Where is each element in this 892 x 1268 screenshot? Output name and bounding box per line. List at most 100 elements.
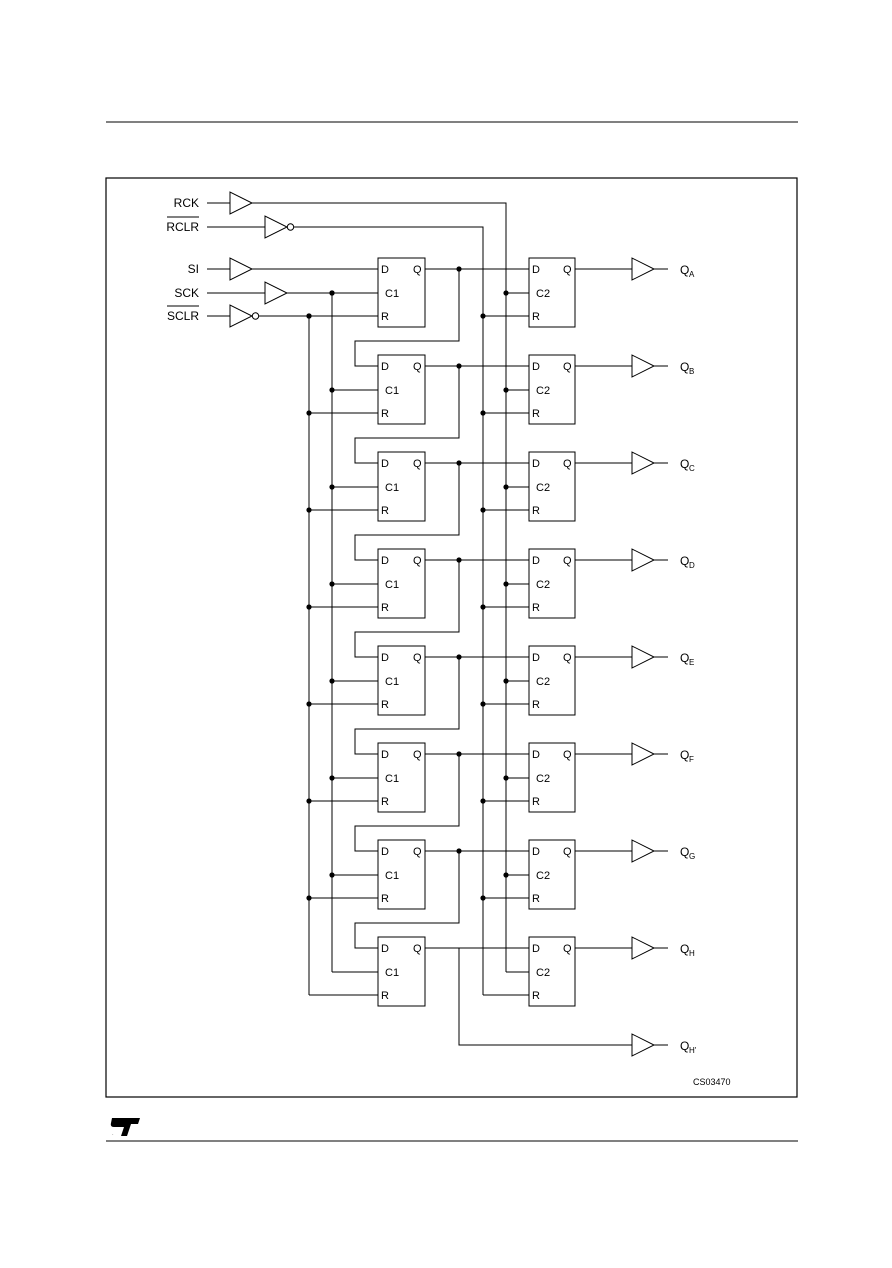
storage-flipflop [528,354,576,425]
st-clock-label: C2 [536,870,550,882]
st-q-label: Q [563,846,572,858]
sr-q-label: Q [413,749,422,761]
input-buffer [264,215,289,239]
output-buffer [631,645,656,669]
sr-d-label: D [381,361,389,373]
sr-clock-label: C1 [385,482,399,494]
shift-flipflop [377,354,426,425]
output-buffer [631,742,656,766]
sr-d-label: D [381,458,389,470]
junction-dot [480,895,486,901]
sr-reset-label: R [381,311,389,323]
rck-bus [252,202,507,972]
output-buffer [631,936,656,960]
storage-flipflop [528,742,576,813]
junction-dot [480,701,486,707]
sr-q-label: Q [413,943,422,955]
sr-clock-label: C1 [385,967,399,979]
output-label-qd: Q [680,554,689,568]
junction-dot [306,895,312,901]
input-buffer [264,281,289,305]
junction-dot [503,484,509,490]
input-buffer [229,304,254,328]
sr-reset-label: R [381,796,389,808]
junction-dot [503,775,509,781]
output-label-qb: Q [680,360,689,374]
st-clock-label: C2 [536,967,550,979]
sr-reset-label: R [381,990,389,1002]
shift-flipflop [377,257,426,328]
junction-dot [480,798,486,804]
sr-clock-label: C1 [385,288,399,300]
shift-flipflop [377,839,426,910]
output-subscript: A [689,270,695,279]
storage-flipflop [528,645,576,716]
junction-dot [306,798,312,804]
wires [167,202,668,1046]
cascade-wire [354,560,460,658]
junction-dot [306,410,312,416]
st-d-label: D [532,264,540,276]
sr-clock-label: C1 [385,676,399,688]
output-buffer [631,354,656,378]
shift-flipflop [377,742,426,813]
st-q-label: Q [563,361,572,373]
shift-flipflop [377,645,426,716]
sr-reset-label: R [381,602,389,614]
output-buffer [631,1033,656,1057]
junction-dot [503,581,509,587]
output-buffer [631,548,656,572]
junction-dot [480,604,486,610]
sr-q-label: Q [413,652,422,664]
st-clock-label: C2 [536,385,550,397]
output-label-qc: Q [680,457,689,471]
sr-q-label: Q [413,555,422,567]
sr-reset-label: R [381,699,389,711]
inversion-bubble [251,312,260,320]
output-subscript: D [689,561,695,570]
junction-dot [329,678,335,684]
junction-dot [480,507,486,513]
st-q-label: Q [563,943,572,955]
st-d-label: D [532,846,540,858]
output-label-qf: Q [680,748,689,762]
st-q-label: Q [563,458,572,470]
storage-flipflop [528,451,576,522]
inversion-bubble [286,223,295,231]
sclr-bus [259,315,310,995]
st-q-label: Q [563,749,572,761]
figure-frame [105,177,798,1098]
junction-dot [503,387,509,393]
storage-flipflop [528,936,576,1007]
storage-flipflop [528,548,576,619]
output-label-qa: Q [680,263,689,277]
sr-d-label: D [381,943,389,955]
st-clock-label: C2 [536,773,550,785]
junction-dot [306,313,312,319]
st-d-label: D [532,458,540,470]
output-buffer [631,839,656,863]
output-label-qh-serial: Q [680,1039,689,1053]
sr-d-label: D [381,846,389,858]
output-subscript: C [689,464,695,473]
st-logo: ST [110,1118,140,1136]
st-q-label: Q [563,652,572,664]
sr-d-label: D [381,555,389,567]
sr-q-label: Q [413,264,422,276]
sr-reset-label: R [381,408,389,420]
storage-flipflop [528,839,576,910]
junction-dot [306,701,312,707]
junction-dot [480,410,486,416]
output-subscript: G [689,852,695,861]
st-q-label: Q [563,264,572,276]
junction-dot [306,507,312,513]
junction-dot [503,678,509,684]
cascade-wire [354,269,460,367]
junction-dot [329,484,335,490]
st-reset-label: R [532,990,540,1002]
st-d-label: D [532,652,540,664]
output-subscript: E [689,658,694,667]
figure-code: CS03470 [693,1077,731,1087]
output-buffer [631,451,656,475]
